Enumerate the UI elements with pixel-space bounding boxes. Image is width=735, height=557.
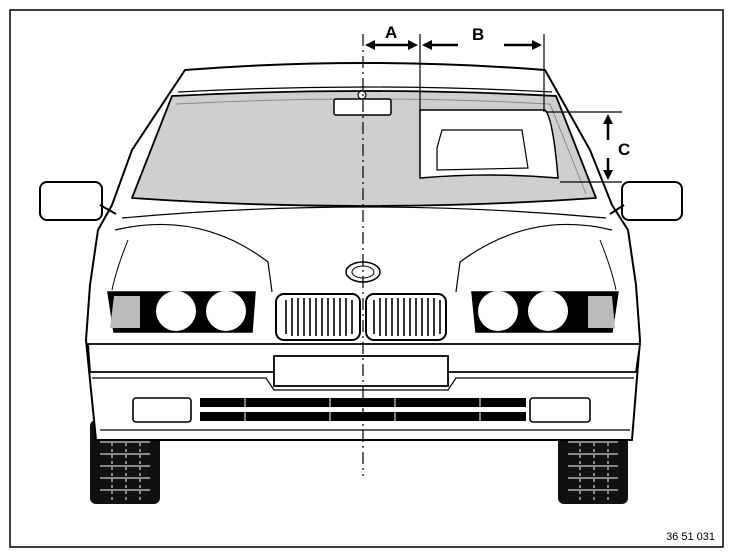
kidney-grille bbox=[275, 293, 447, 341]
left-side-mirror bbox=[39, 181, 117, 221]
sticker-outline bbox=[436, 129, 529, 171]
right-side-mirror bbox=[609, 181, 683, 221]
roof-line bbox=[177, 86, 553, 93]
right-fog-light bbox=[529, 397, 591, 423]
dimension-c-label: C bbox=[618, 140, 630, 159]
hood bbox=[121, 206, 607, 219]
left-fog-light bbox=[132, 397, 192, 423]
license-plate bbox=[273, 355, 449, 387]
dimension-a-arrow bbox=[365, 40, 418, 50]
reference-number: 36 51 031 bbox=[666, 531, 715, 543]
left-headlights bbox=[107, 291, 256, 333]
dimension-c-arrow bbox=[603, 114, 613, 180]
right-headlights bbox=[471, 291, 619, 333]
dimension-a-label: A bbox=[385, 23, 397, 42]
dimension-b-arrow bbox=[422, 40, 542, 50]
dimension-b-label: B bbox=[472, 25, 484, 44]
